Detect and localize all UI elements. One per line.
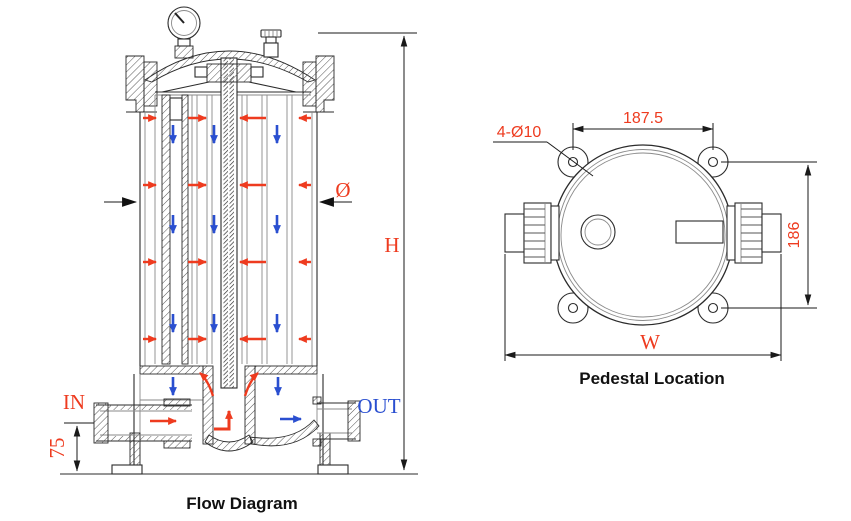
nameplate-slot: [675, 220, 724, 244]
right-pipe-stub: [761, 213, 782, 253]
inward-flow-arrows: [143, 114, 311, 431]
inlet-label: IN: [63, 390, 85, 414]
funnel-bottom: [204, 434, 254, 452]
vent-cap: [260, 29, 282, 38]
right-clamp-inner: [302, 61, 317, 107]
left-clamp-inner: [143, 61, 158, 107]
bottom-manifold: [60, 365, 418, 475]
bolt-hole-callout: 4-Ø10: [493, 124, 594, 177]
inlet-nut-top: [163, 398, 191, 407]
diameter-dim-label: Ø: [335, 178, 350, 202]
base-width-dimension: W: [504, 254, 782, 361]
gauge-needle: [174, 12, 185, 24]
inlet-height-dimension: 75: [45, 422, 94, 472]
core-top-adapter: [206, 63, 252, 83]
cartridge-wall-section-2: [181, 94, 189, 365]
tube-plate-right: [254, 365, 318, 375]
pressure-gauge: [167, 6, 201, 59]
inlet-nut-bottom: [163, 440, 191, 449]
right-flange-plate: [726, 205, 736, 261]
inlet-thread-bottom: [108, 436, 192, 441]
outlet-label: OUT: [357, 394, 400, 418]
curved-flow-arrow-left: [199, 372, 215, 397]
right-coupling: [726, 202, 782, 264]
center-core-tube: [161, 57, 297, 389]
tube-plate-left: [139, 365, 204, 375]
housing-ring-3: [560, 152, 726, 318]
left-coupling: [504, 202, 560, 264]
outlet-end-cap: [347, 400, 361, 442]
inlet-end-cap: [93, 402, 109, 444]
housing-outline: [552, 144, 734, 326]
vent-body: [263, 42, 279, 58]
outlet-sweep: [249, 419, 320, 447]
inlet-thread-top: [108, 405, 192, 410]
gauge-port: [580, 214, 616, 250]
bolt-hole-label: 4-Ø10: [497, 124, 542, 141]
skirt-right: [319, 432, 331, 466]
adapter-wing-left: [194, 66, 208, 78]
outlet-pipe: [312, 396, 361, 447]
filter-cartridges: [154, 95, 293, 364]
gauge-stem: [177, 38, 191, 47]
cartridge-cap: [169, 97, 183, 121]
left-flange-plate: [550, 205, 560, 261]
left-nut-ribs: [524, 208, 545, 258]
foot-right: [317, 464, 349, 475]
adapter-wing-right: [250, 66, 264, 78]
right-nut-ribs: [741, 208, 762, 258]
pedestal-location-figure: 187.5 4-Ø10 186 W Pedestal Location: [493, 110, 817, 388]
cartridge-wall-section: [161, 94, 171, 365]
pedestal-location-caption: Pedestal Location: [579, 369, 724, 388]
gauge-port-inner: [584, 218, 612, 246]
right-clamp-outer: [315, 55, 335, 113]
lid-clamps: [125, 55, 335, 113]
filtered-flow-arrows: [169, 125, 303, 423]
gauge-dial-inner: [171, 10, 197, 36]
inlet-height-dim-label: 75: [45, 438, 69, 459]
core-hatch-right: [229, 58, 234, 388]
left-pipe-stub: [504, 213, 525, 253]
outlet-flange-bottom: [312, 438, 322, 447]
vent-neck: [265, 36, 277, 44]
gauge-base: [174, 45, 194, 59]
curved-flow-arrow-right: [243, 372, 259, 397]
height-dim-label: H: [384, 233, 399, 257]
hole-spacing-width-dimension: 187.5: [572, 110, 714, 150]
hole-spacing-width-label: 187.5: [623, 110, 663, 127]
riser-flow-arrow: [214, 409, 233, 431]
diameter-dimension: Ø: [104, 178, 352, 207]
spreader-cone-right: [248, 81, 297, 93]
hole-spacing-depth-label: 186: [786, 222, 803, 249]
core-hatch-left: [223, 58, 228, 388]
left-clamp-outer: [125, 55, 145, 113]
spreader-cone-left: [161, 81, 210, 93]
hole-spacing-depth-dimension: 186: [721, 161, 817, 309]
core-outline: [220, 57, 238, 389]
foot-left: [111, 464, 143, 475]
inlet-pipe: [93, 398, 192, 449]
base-width-label: W: [640, 330, 660, 354]
vent-valve: [260, 29, 282, 58]
flow-diagram-caption: Flow Diagram: [186, 494, 297, 513]
outlet-flange-top: [312, 396, 322, 405]
flow-diagram-figure: H: [45, 6, 418, 513]
height-dimension: H: [318, 32, 417, 471]
